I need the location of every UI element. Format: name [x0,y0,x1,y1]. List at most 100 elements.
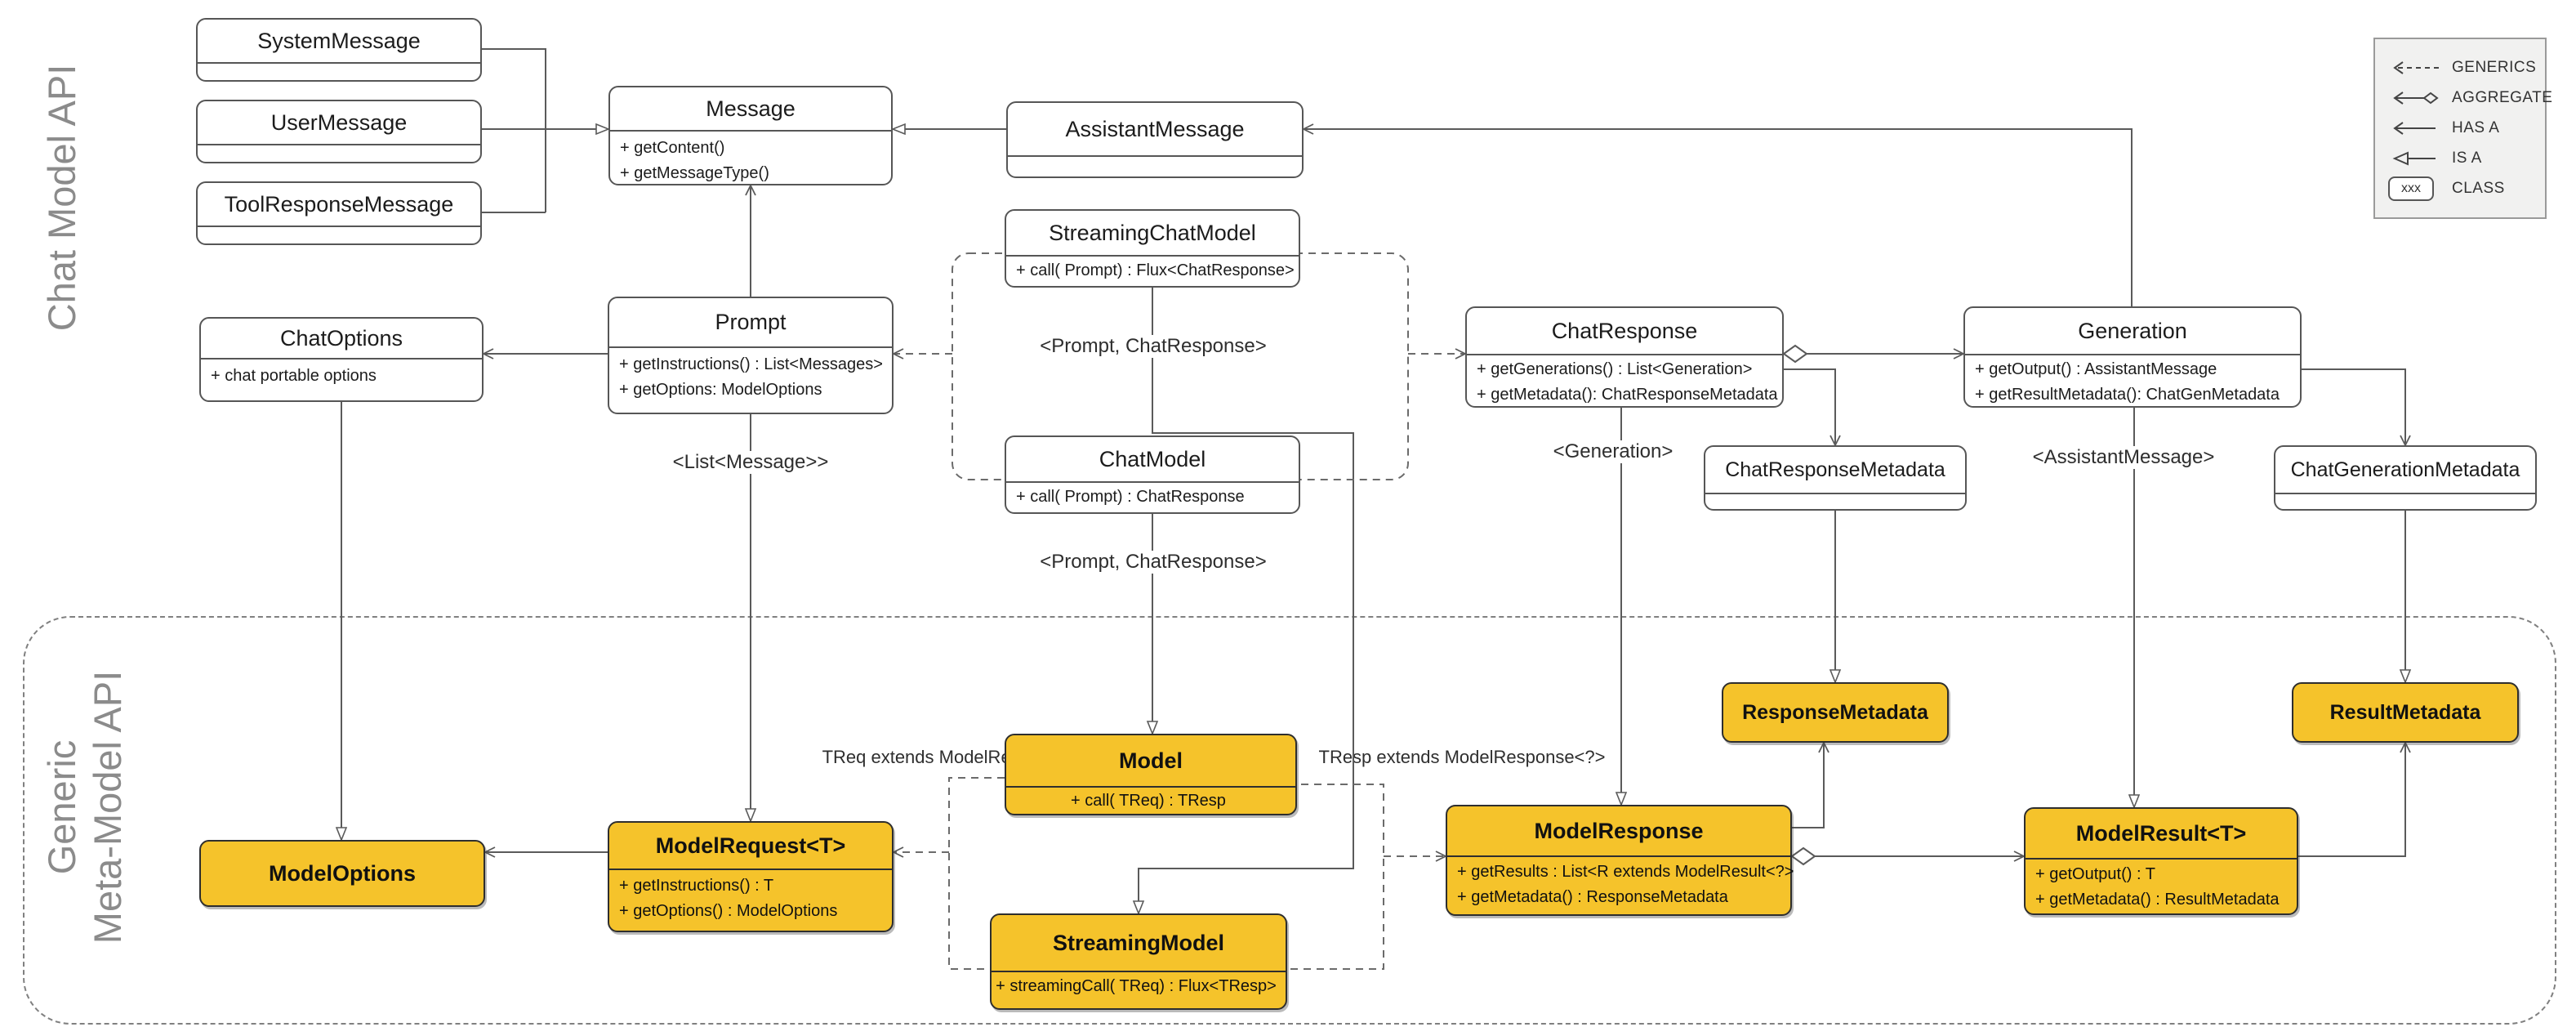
generics-annotation-generation: <Generation> [1548,440,1678,463]
connector-generation-hasa-chatgenerationmetadata [2302,368,2411,448]
method-list: + getResults : List<R extends ModelResul… [1447,855,1794,910]
section-label-generic-meta-model-api: Generic Meta-Model API [39,671,131,944]
compartment-divider [201,358,482,359]
method-list: + call( Prompt) : ChatResponse [1006,481,1299,510]
class-title: ResultMetadata [2329,700,2481,724]
compartment-divider [198,144,480,145]
legend-row-aggregate: AGGREGATE [2388,87,2552,109]
class-title: Prompt [715,310,787,334]
compartment-divider [1006,255,1299,257]
class-title: ChatResponseMetadata [1725,458,1945,481]
aggregate-arrow-icon [2388,91,2442,105]
method: + call( TReq) : TResp [1071,792,1226,810]
class-box-icon: xxx [2388,176,2442,201]
legend-label: GENERICS [2452,59,2537,76]
class-box-modeloptions: ModelOptions [199,840,485,907]
class-box-usermessage: UserMessage [196,100,482,163]
method: + getContent() [620,139,725,157]
class-box-toolresponsemessage: ToolResponseMessage [196,181,482,245]
method-list: + getGenerations() : List<Generation> + … [1467,354,1782,408]
method: + getOptions() : ModelOptions [619,902,838,920]
section-label-chat-model-api: Chat Model API [39,65,85,332]
legend-row-has-a: HAS A [2388,117,2545,140]
method: + getInstructions() : T [619,877,774,895]
section-label-text: Meta-Model API [86,670,129,944]
compartment-divider [1467,354,1782,355]
has-a-arrow-icon [2388,121,2442,136]
generics-annotation-streamingchatmodel: <Prompt, ChatResponse> [1035,335,1272,358]
class-title: ResponseMetadata [1742,700,1928,724]
class-title: ModelRequest<T> [655,833,846,858]
class-title: Message [706,96,796,121]
legend-row-class: xxx CLASS [2388,176,2545,201]
method: + getInstructions() : List<Messages> [619,355,883,373]
class-title: ToolResponseMessage [224,191,454,217]
class-title: ChatResponse [1551,318,1698,343]
compartment-divider [1965,354,2300,355]
class-box-resultmetadata: ResultMetadata [2292,682,2519,743]
section-label-text: Generic [40,739,83,875]
compartment-divider [2026,858,2297,860]
class-title: ChatOptions [279,325,403,351]
connector-streamingchatmodel-isa-streamingmodel [1132,288,1354,916]
method: + getOptions: ModelOptions [619,381,822,399]
method: + getGenerations() : List<Generation> [1477,360,1753,378]
method: + streamingCall( TReq) : Flux<TResp> [996,977,1277,995]
aggregate-diamond-modelresponse [1790,846,1816,866]
class-box-streamingmodel: StreamingModel + streamingCall( TReq) : … [990,913,1287,1010]
connector-modelresponse-hasa-responsemetadata [1792,740,1829,828]
method: + call( Prompt) : Flux<ChatResponse> [1016,261,1295,279]
method-list: + getInstructions() : List<Messages> + g… [609,346,892,403]
method-list: + streamingCall( TReq) : Flux<TResp> [992,971,1286,999]
compartment-divider [198,226,480,227]
generics-arrow-icon [2388,60,2442,75]
generics-annotation-chatmodel: <Prompt, ChatResponse> [1035,551,1272,574]
class-box-chatoptions: ChatOptions + chat portable options [199,317,484,402]
class-box-modelrequest: ModelRequest<T> + getInstructions() : T … [608,821,894,932]
legend-label: IS A [2452,150,2482,167]
class-box-responsemetadata: ResponseMetadata [1722,682,1949,743]
connector-chatresponse-hasa-chatresponsemetadata [1784,368,1841,448]
legend-row-is-a: IS A [2388,147,2545,170]
method-list: + getInstructions() : T + getOptions() :… [609,869,892,924]
class-title: ChatGenerationMetadata [2290,458,2520,481]
method: + getMessageType() [620,164,769,182]
method: + getMetadata() : ResultMetadata [2035,891,2280,909]
class-title: SystemMessage [257,28,421,53]
compartment-divider [992,971,1286,972]
class-title: ModelResponse [1534,818,1704,843]
legend-label: CLASS [2452,180,2505,197]
legend-row-generics: GENERICS [2388,56,2545,79]
compartment-divider [2275,493,2535,494]
class-box-chatresponsemetadata: ChatResponseMetadata [1704,445,1967,511]
compartment-divider [1006,481,1299,483]
connector-message-subtypes-joiner [482,48,546,213]
method: + getResultMetadata(): ChatGenMetadata [1975,386,2280,404]
aggregate-diamond-chatresponse [1782,344,1808,364]
class-title: AssistantMessage [1065,116,1245,141]
method-list: + call( Prompt) : Flux<ChatResponse> [1006,255,1299,284]
class-box-chatresponse: ChatResponse + getGenerations() : List<G… [1465,306,1784,408]
class-box-generation: Generation + getOutput() : AssistantMess… [1963,306,2302,408]
method: + chat portable options [211,367,377,385]
class-box-assistantmessage: AssistantMessage [1006,101,1304,178]
compartment-divider [1447,855,1790,857]
connector-modelresult-hasa-resultmetadata [2298,740,2411,857]
class-box-chatmodel: ChatModel + call( Prompt) : ChatResponse [1005,435,1300,514]
class-title: Generation [2078,318,2187,343]
legend: GENERICS AGGREGATE HAS A IS A xxx CLASS [2373,38,2552,219]
compartment-divider [610,130,891,132]
compartment-divider [609,869,892,870]
compartment-divider [1008,155,1302,157]
connector-generation-hasa-assistantmessage [1301,123,2133,306]
compartment-divider [609,346,892,348]
generics-annotation-tresp: TResp extends ModelResponse<?> [1318,747,1606,767]
class-box-message: Message + getContent() + getMessageType(… [608,86,893,185]
method: + call( Prompt) : ChatResponse [1016,488,1245,506]
method: + getOutput() : AssistantMessage [1975,360,2217,378]
legend-label: AGGREGATE [2452,89,2553,106]
class-box-systemmessage: SystemMessage [196,18,482,82]
method: + getResults : List<R extends ModelResul… [1457,863,1794,881]
method-list: + getOutput() : T + getMetadata() : Resu… [2026,858,2297,913]
